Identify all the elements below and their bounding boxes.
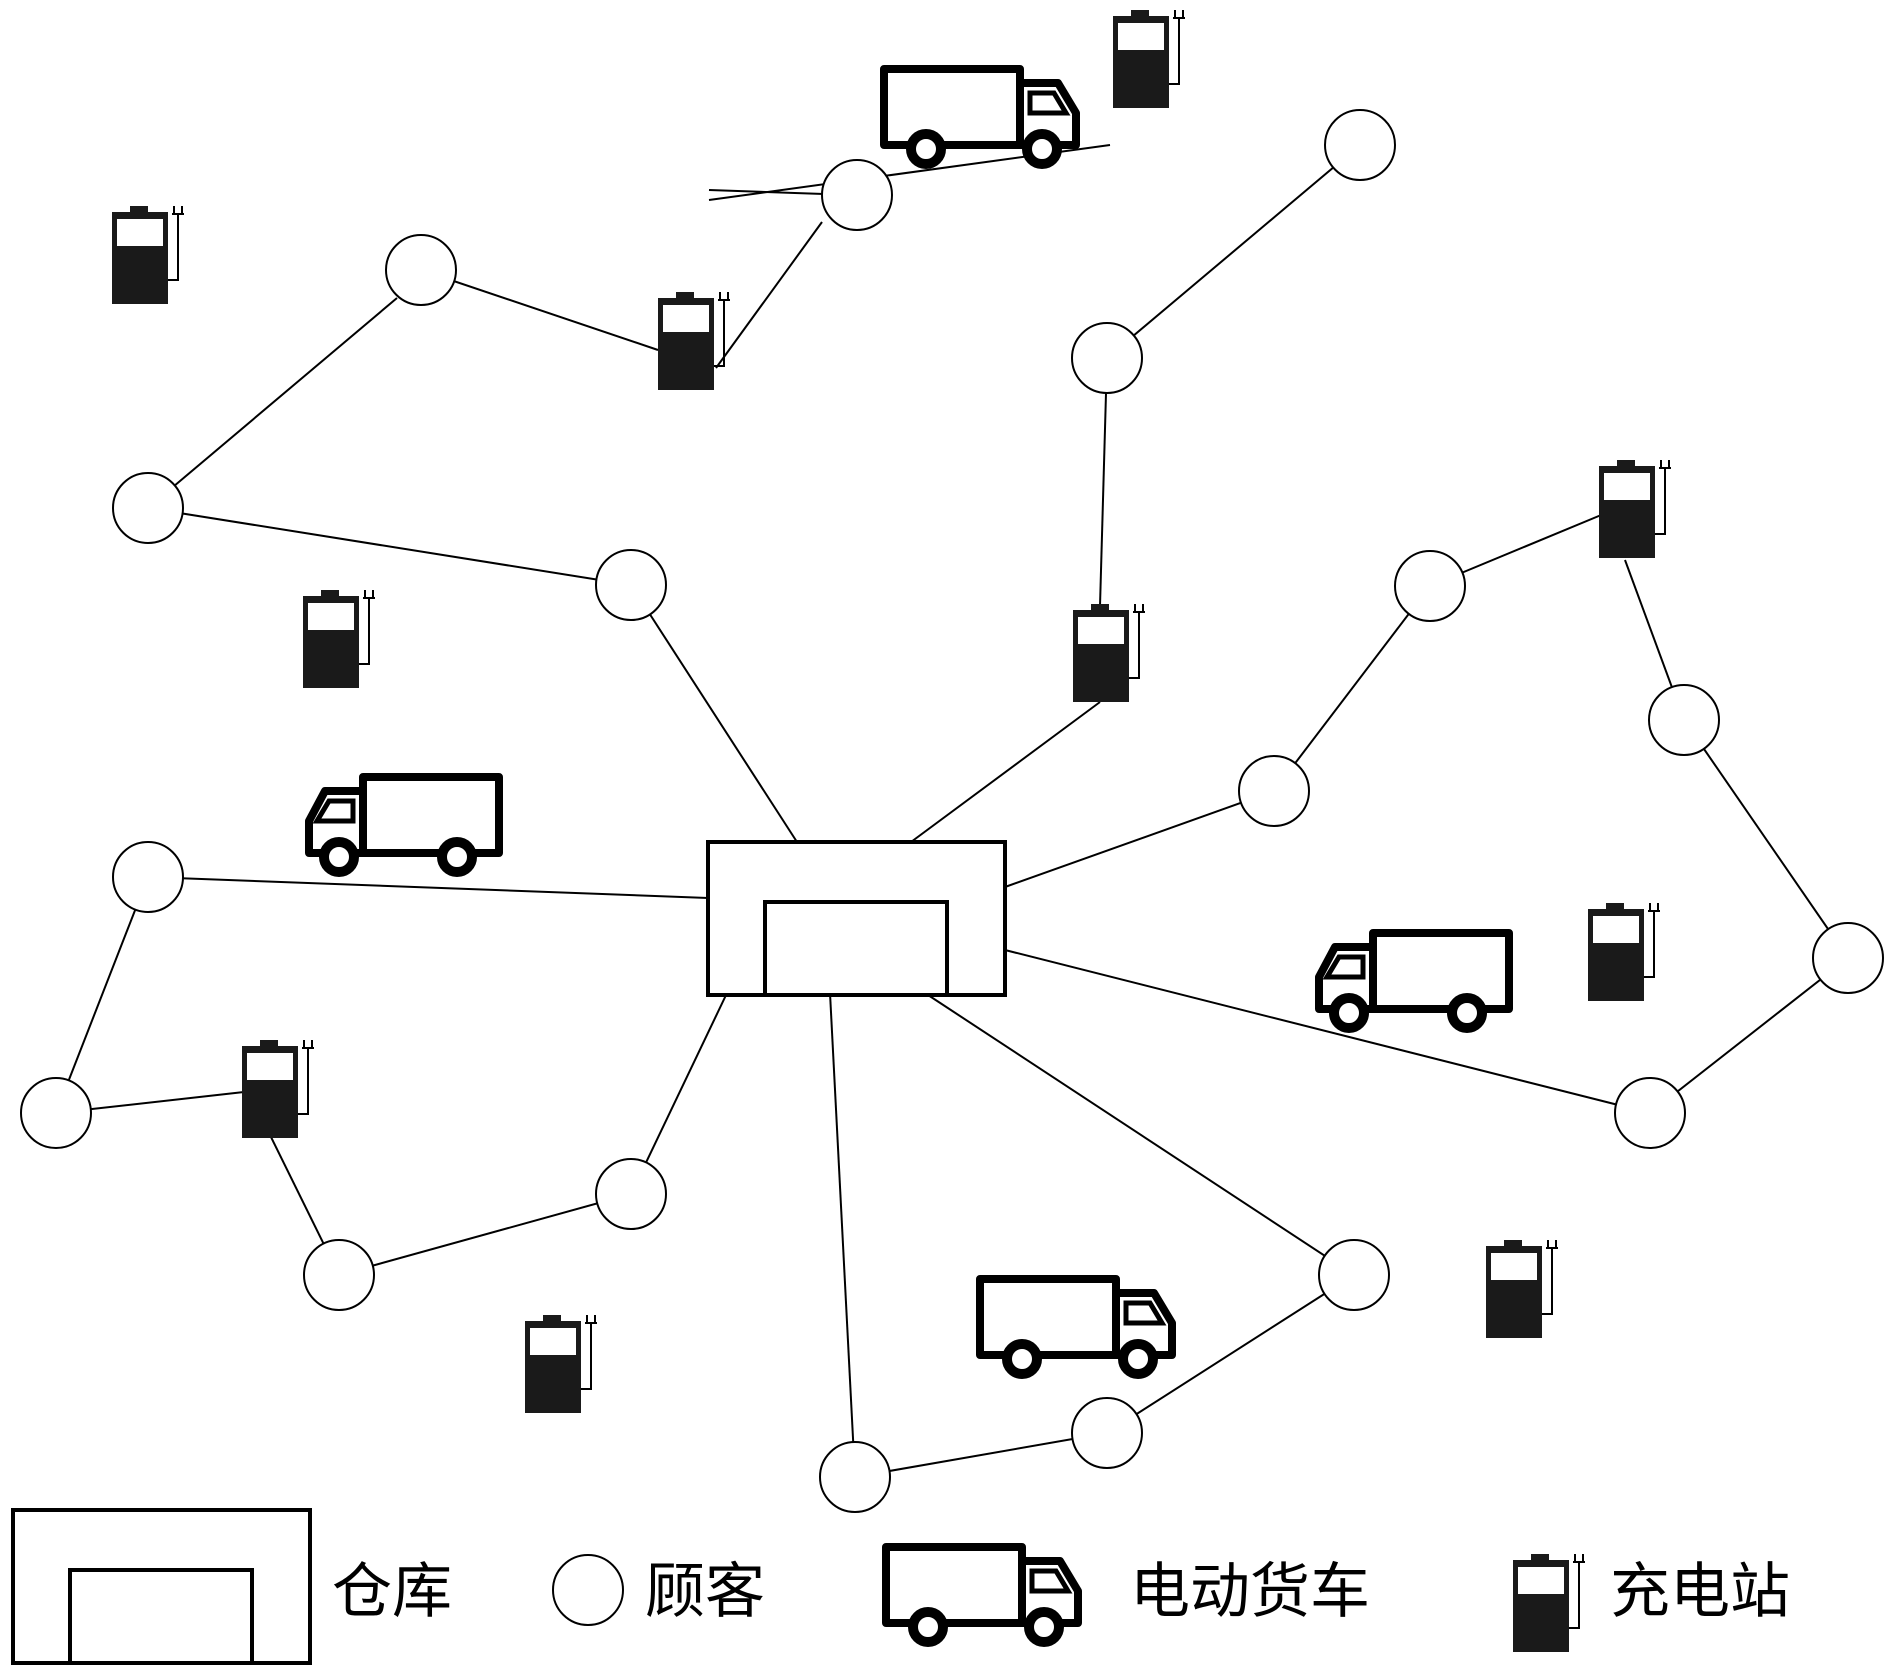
- customer-node: [112, 841, 184, 913]
- customer-node: [385, 234, 457, 306]
- charging-station-icon: [1072, 603, 1146, 703]
- customer-node: [821, 159, 893, 231]
- customer-node: [1071, 1397, 1143, 1469]
- electric-trucks: [309, 69, 1509, 1374]
- charging-station-icon: [657, 291, 731, 391]
- customer-node: [1648, 684, 1720, 756]
- customer-node: [1394, 550, 1466, 622]
- electric-truck-icon: [980, 1279, 1172, 1374]
- electric-truck-icon: [1319, 933, 1509, 1028]
- customer-node: [819, 1441, 891, 1513]
- electric-truck-icon: [309, 777, 499, 872]
- customer-node: [595, 549, 667, 621]
- legend-customer-icon: [552, 1554, 624, 1626]
- charging-stations: [111, 9, 1672, 1414]
- charging-station-icon: [302, 589, 376, 689]
- customer-node: [112, 472, 184, 544]
- customer-node: [1614, 1077, 1686, 1149]
- charging-station-icon: [241, 1039, 315, 1139]
- charging-station-icon: [1598, 459, 1672, 559]
- legend: 仓库 顾客 电动货车 充电站: [11, 1508, 1790, 1665]
- legend-customer-label: 顾客: [645, 1557, 765, 1627]
- charging-station-icon: [111, 205, 185, 305]
- customer-node: [595, 1158, 667, 1230]
- customer-node: [1071, 322, 1143, 394]
- electric-truck-icon: [884, 69, 1076, 164]
- legend-warehouse-icon: [11, 1508, 312, 1665]
- customer-node: [1324, 109, 1396, 181]
- charging-station-icon: [1587, 902, 1661, 1002]
- charging-station-icon: [1112, 9, 1186, 109]
- legend-warehouse-label: 仓库: [332, 1557, 452, 1627]
- warehouse-icon: [706, 840, 1007, 997]
- customers: [20, 109, 1884, 1513]
- legend-truck-icon: [886, 1547, 1078, 1642]
- charging-station-icon: [524, 1314, 598, 1414]
- customer-node: [303, 1239, 375, 1311]
- legend-station-icon: [1512, 1553, 1586, 1653]
- customer-node: [1238, 755, 1310, 827]
- charging-station-icon: [1485, 1239, 1559, 1339]
- customer-node: [1318, 1239, 1390, 1311]
- legend-station-label: 充电站: [1610, 1557, 1790, 1627]
- customer-node: [1812, 922, 1884, 994]
- legend-truck-label: 电动货车: [1130, 1557, 1370, 1627]
- customer-node: [20, 1077, 92, 1149]
